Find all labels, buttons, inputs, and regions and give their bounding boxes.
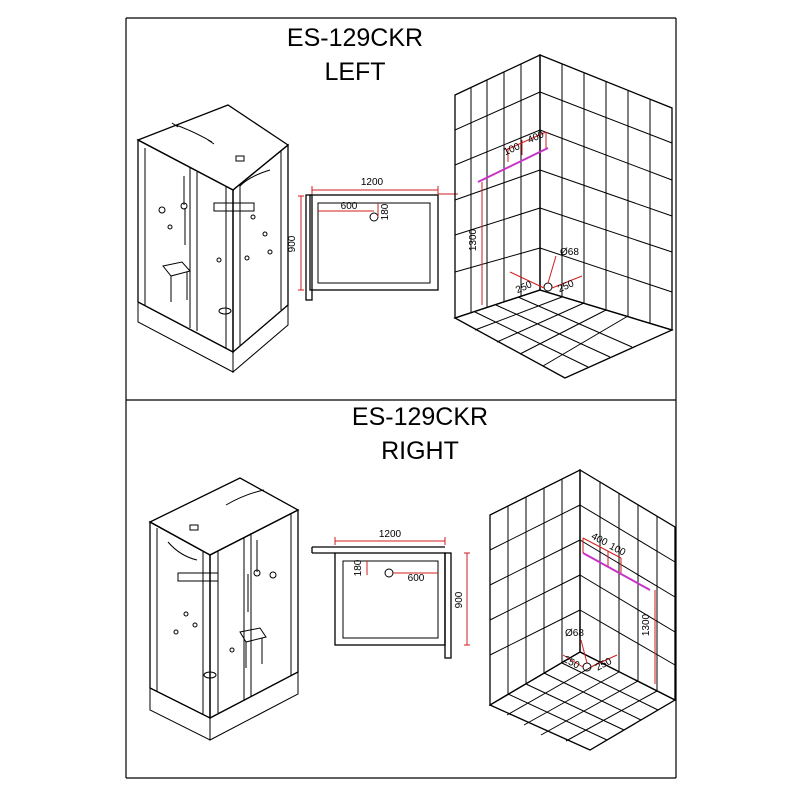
right-tray-width-label: 1200 xyxy=(379,529,402,540)
right-drain-x-label: 600 xyxy=(408,573,425,584)
left-tray-depth-label: 900 xyxy=(287,235,298,252)
right-tray-depth-label: 900 xyxy=(454,591,465,608)
right-drain-y-label: 180 xyxy=(353,559,364,576)
left-cabin-drawing xyxy=(136,104,290,374)
right-drain-offset-b-label: 250 xyxy=(594,656,614,674)
right-model-title: ES-129CKR xyxy=(352,403,488,431)
sheet-frame xyxy=(125,17,677,779)
right-cabin-drawing xyxy=(148,477,300,741)
right-wall-tile-grid xyxy=(489,479,676,742)
left-side-title: LEFT xyxy=(324,58,385,86)
right-side-title: RIGHT xyxy=(381,437,459,465)
left-drain-y-label: 180 xyxy=(380,203,391,220)
left-panel: ES-129CKR LEFT xyxy=(136,24,674,379)
left-wall-corner: 100 400 1300 Ø68 250 250 xyxy=(453,53,674,379)
left-tray-width-label: 1200 xyxy=(361,177,384,188)
right-tray-plan: 1200 180 600 900 xyxy=(311,529,470,659)
left-drain-x-label: 600 xyxy=(341,201,358,212)
left-drain-offset-b-label: 250 xyxy=(556,278,576,295)
left-wall-tile-grid xyxy=(454,64,673,368)
right-wall-height-label: 1300 xyxy=(641,613,652,636)
left-model-title: ES-129CKR xyxy=(287,24,423,52)
left-drain-diameter-label: Ø68 xyxy=(560,247,579,258)
right-drain-diameter-label: Ø68 xyxy=(565,628,584,639)
right-pipe-span-label: 400 xyxy=(589,531,609,549)
left-tray-plan: 1200 600 180 900 xyxy=(287,177,458,301)
right-drain-offset-a-label: 250 xyxy=(561,654,581,672)
right-pipe-gap-label: 100 xyxy=(607,541,627,559)
left-wall-height-label: 1300 xyxy=(468,228,479,251)
right-panel: ES-129CKR RIGHT xyxy=(148,403,677,751)
right-wall-corner: 400 100 1300 Ø68 250 250 xyxy=(488,468,677,751)
